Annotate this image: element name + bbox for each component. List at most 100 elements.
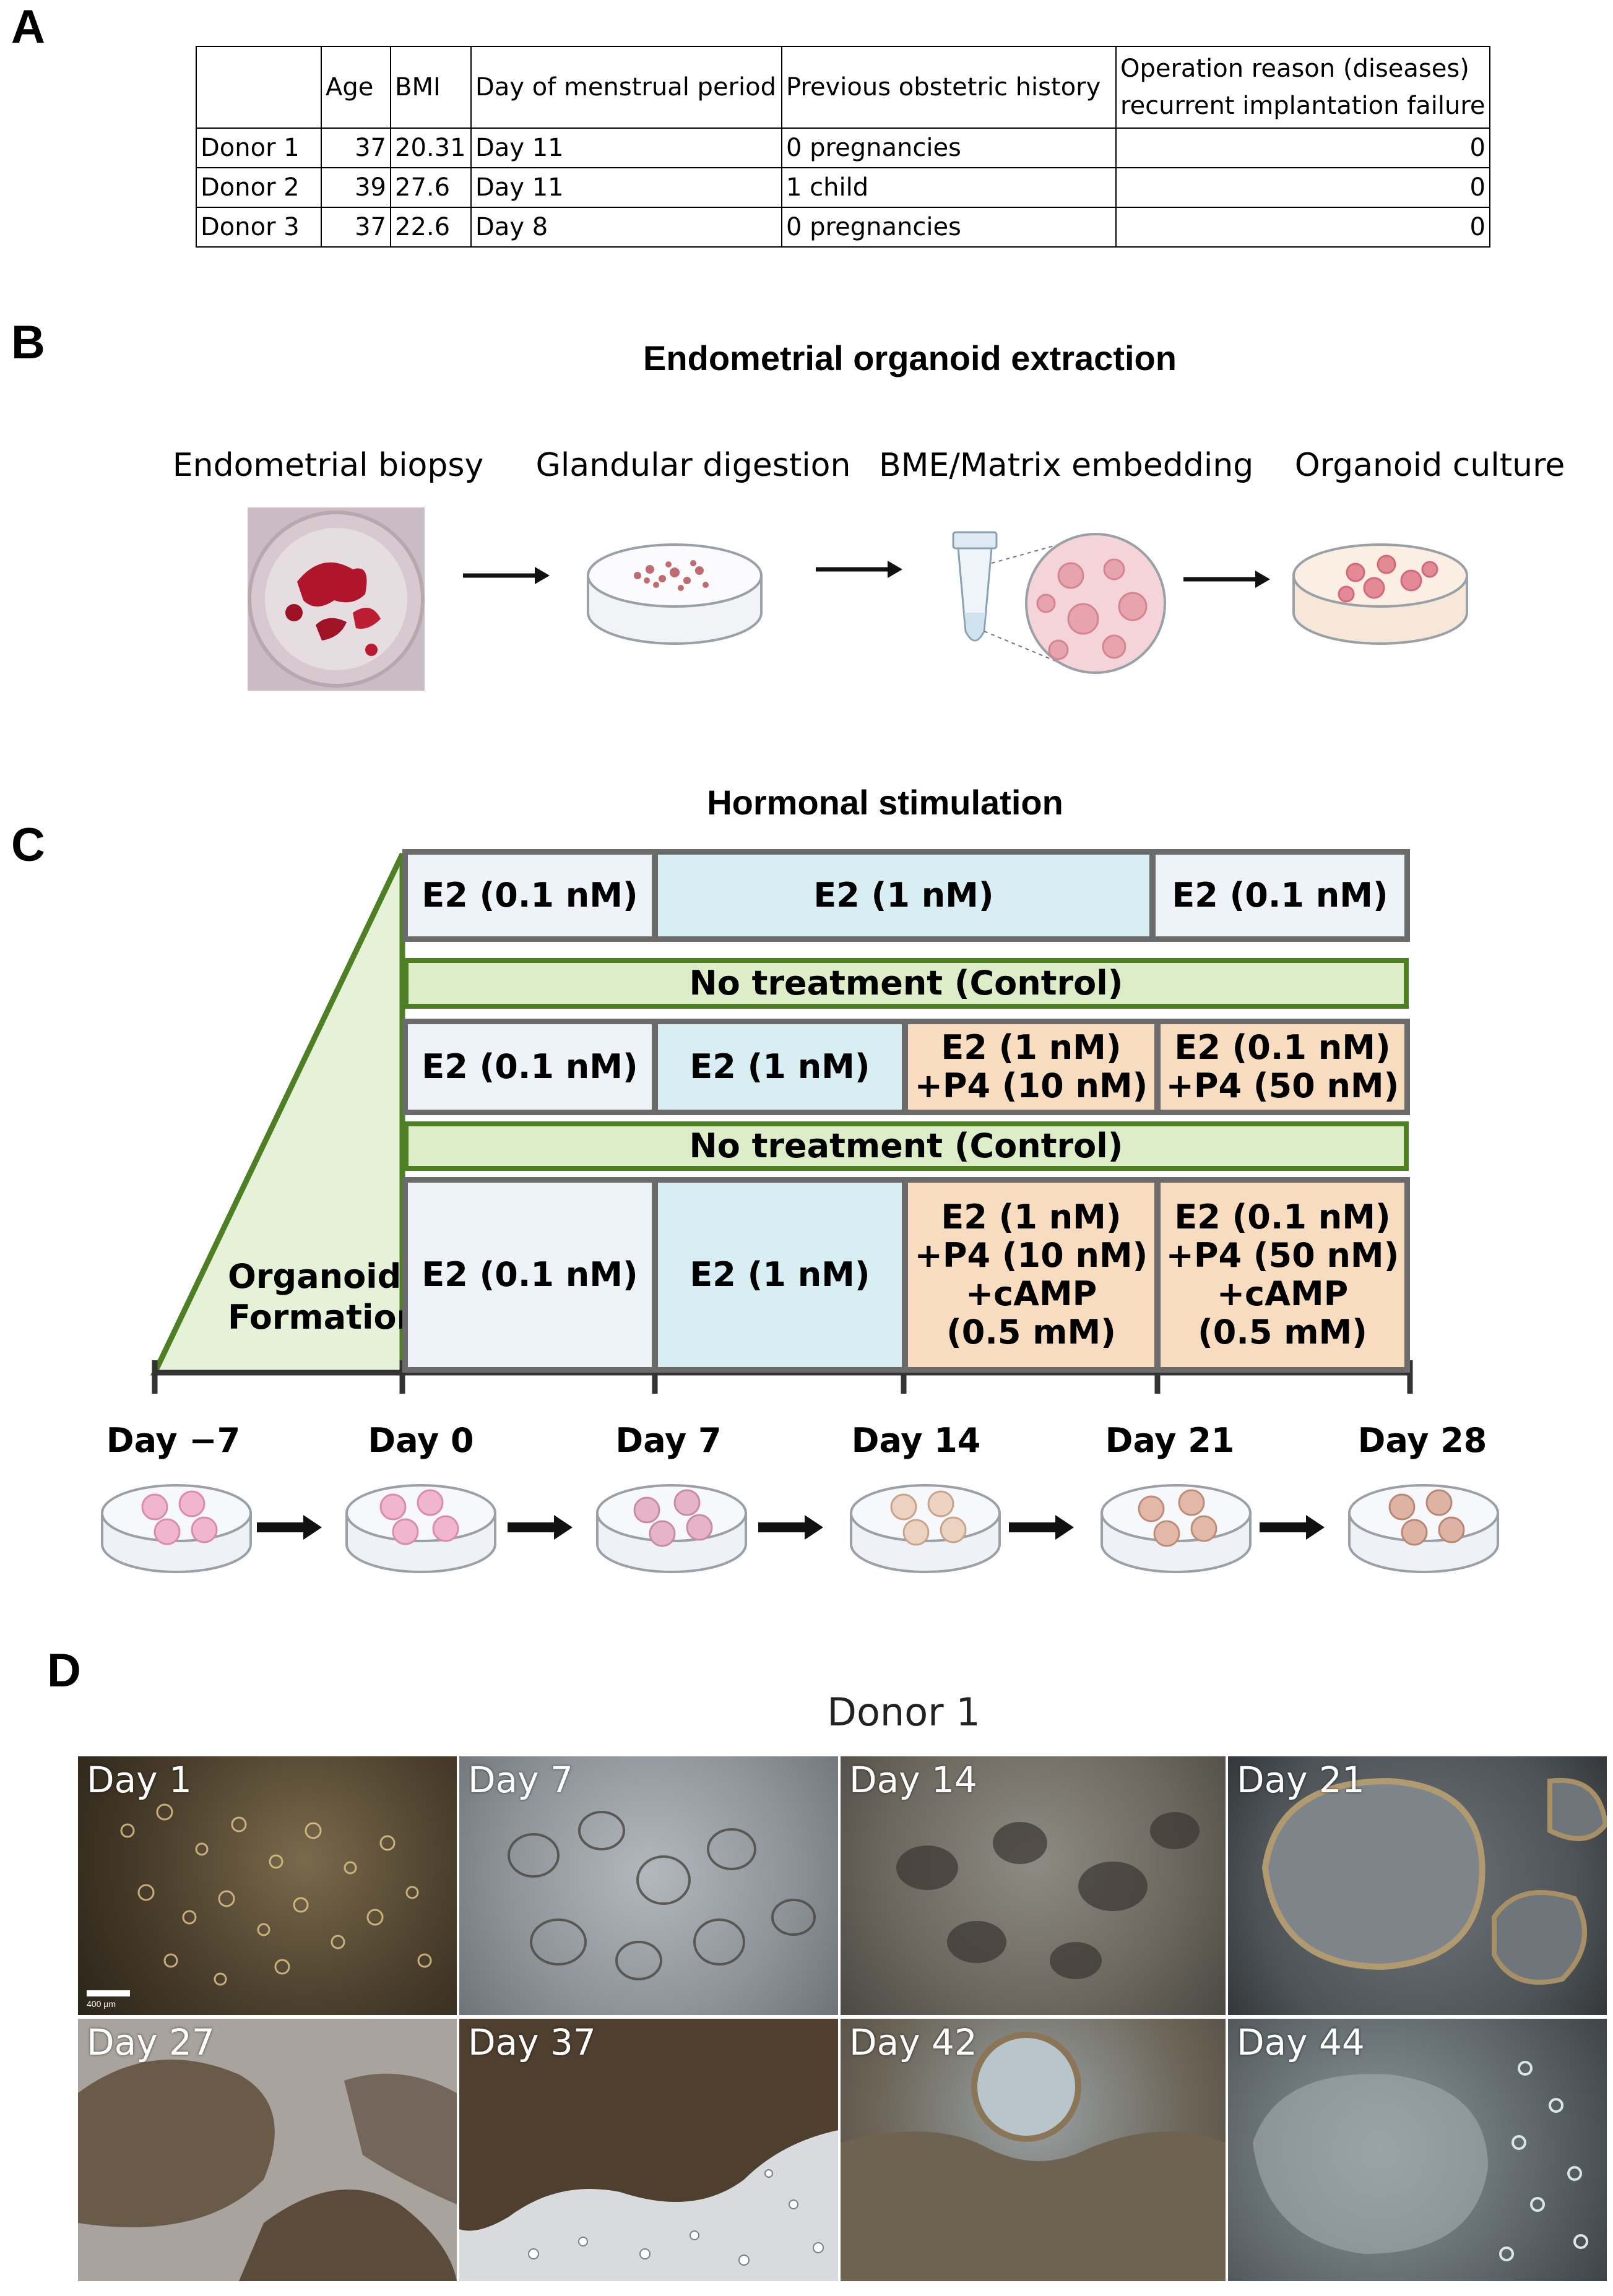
arrow-icon	[508, 1515, 573, 1540]
table-header-cell: Previous obstetric history	[781, 46, 1117, 129]
micrograph-day-14: Day 14	[841, 1756, 1226, 2015]
treatment-label: E2 (0.1 nM)	[1174, 1027, 1391, 1067]
micrograph-texture	[459, 2019, 838, 2266]
cell-day: Day 11	[470, 127, 782, 168]
panel-a-letter: A	[11, 1, 45, 53]
step-label-culture: Organoid culture	[1294, 447, 1565, 484]
micrograph-day-label: Day 7	[468, 1759, 573, 1801]
panel-c-title: Hormonal stimulation	[707, 783, 1063, 822]
treatment-box: E2 (1 nM) +P4 (10 nM)	[902, 1019, 1160, 1115]
treatment-label: +cAMP	[1216, 1274, 1349, 1313]
day-label: Day 7	[615, 1421, 722, 1460]
control-box: No treatment (Control)	[404, 1121, 1409, 1171]
micrograph-texture	[896, 1812, 1200, 1979]
treatment-label: +cAMP	[965, 1274, 1097, 1313]
cell-reason: 0	[1115, 207, 1490, 248]
arrow-icon	[463, 567, 550, 584]
table-header-cell	[196, 46, 322, 129]
micrograph-texture	[1253, 2061, 1588, 2261]
micrograph-day-label: Day 27	[87, 2021, 215, 2063]
arrow-icon	[758, 1515, 823, 1540]
arrow-icon	[1009, 1515, 1074, 1540]
treatment-box: E2 (0.1 nM)	[402, 1019, 657, 1115]
arrow-icon	[1260, 1515, 1325, 1540]
treatment-label: E2 (0.1 nM)	[422, 1047, 638, 1086]
day-label: Day 14	[851, 1421, 981, 1460]
cell-donor: Donor 3	[196, 207, 322, 248]
table-row: Donor 3 37 22.6 Day 8 0 pregnancies 0	[196, 207, 1490, 248]
control-box: No treatment (Control)	[404, 958, 1409, 1009]
panel-b-title: Endometrial organoid extraction	[643, 339, 1177, 378]
treatment-box: E2 (0.1 nM)	[1150, 849, 1410, 942]
table-header-cell: Day of menstrual period	[470, 46, 782, 129]
petri-dish-icon	[101, 1484, 252, 1573]
treatment-label: +P4 (50 nM)	[1165, 1235, 1399, 1275]
micrograph-day-label: Day 44	[1237, 2021, 1365, 2063]
micrograph-day-label: Day 21	[1237, 1759, 1365, 1801]
treatment-box: E2 (0.1 nM) +P4 (50 nM) +cAMP (0.5 mM)	[1155, 1177, 1410, 1373]
day-label: Day 28	[1357, 1421, 1487, 1460]
petri-dish-culture-icon	[1292, 543, 1468, 645]
treatment-box: E2 (0.1 nM) +P4 (50 nM)	[1155, 1019, 1410, 1115]
formation-label: Organoid Formation	[228, 1257, 421, 1337]
treatment-label: E2 (1 nM)	[941, 1027, 1122, 1067]
petri-dish-icon	[1348, 1484, 1499, 1573]
cell-age: 37	[321, 207, 391, 248]
step-label-biopsy: Endometrial biopsy	[172, 447, 484, 484]
treatment-box: E2 (1 nM)	[652, 1177, 907, 1373]
treatment-label: E2 (0.1 nM)	[1172, 875, 1388, 915]
table-row: Donor 1 37 20.31 Day 11 0 pregnancies 0	[196, 127, 1490, 168]
step-label-embedding: BME/Matrix embedding	[879, 447, 1254, 484]
panel-c-letter: C	[11, 819, 45, 871]
treatment-box: E2 (1 nM) +P4 (10 nM) +cAMP (0.5 mM)	[902, 1177, 1160, 1373]
cell-age: 37	[321, 127, 391, 168]
petri-dish-icon	[1101, 1484, 1252, 1573]
treatment-box: E2 (1 nM)	[652, 849, 1155, 942]
cell-reason: 0	[1115, 167, 1490, 208]
control-label: No treatment (Control)	[689, 963, 1123, 1003]
treatment-label: E2 (0.1 nM)	[422, 1254, 638, 1294]
micrograph-day-label: Day 37	[468, 2021, 596, 2063]
cell-reason: 0	[1115, 127, 1490, 168]
cell-bmi: 27.6	[390, 167, 472, 208]
micrograph-day-27: Day 27	[78, 2019, 457, 2281]
micrograph-texture	[508, 1811, 816, 1980]
treatment-label: E2 (1 nM)	[690, 1047, 870, 1086]
biopsy-photo	[248, 507, 425, 691]
arrow-icon	[257, 1515, 322, 1540]
embedding-tube-icon	[952, 531, 1166, 674]
treatment-label: E2 (0.1 nM)	[1174, 1197, 1391, 1236]
micrograph-day-label: Day 14	[849, 1759, 977, 1801]
cell-day: Day 11	[470, 167, 782, 208]
donor-table: Age BMI Day of menstrual period Previous…	[196, 46, 1490, 248]
treatment-label-group: E2 (1 nM) +P4 (10 nM) +cAMP (0.5 mM)	[915, 1198, 1148, 1352]
cell-age: 39	[321, 167, 391, 208]
day-label: Day 0	[368, 1421, 474, 1460]
petri-dish-icon	[345, 1484, 496, 1573]
panel-d-letter: D	[47, 1644, 81, 1697]
table-header-row: Age BMI Day of menstrual period Previous…	[196, 46, 1490, 129]
step-label-digestion: Glandular digestion	[535, 447, 851, 484]
treatment-label: E2 (1 nM)	[813, 875, 994, 915]
day-label: Day −7	[106, 1421, 241, 1460]
treatment-label: +P4 (10 nM)	[914, 1235, 1148, 1275]
table-header-cell: BMI	[390, 46, 472, 129]
micrograph-texture	[1261, 1777, 1607, 1985]
micrograph-day-label: Day 42	[849, 2021, 977, 2063]
scale-bar-label: 400 µm	[87, 1999, 116, 2009]
cell-history: 0 pregnancies	[781, 127, 1117, 168]
micrograph-day-1: Day 1 400 µm	[78, 1756, 457, 2015]
treatment-label: E2 (1 nM)	[941, 1197, 1122, 1236]
day-label: Day 21	[1105, 1421, 1235, 1460]
cell-history: 0 pregnancies	[781, 207, 1117, 248]
arrow-icon	[1183, 571, 1270, 588]
treatment-box: E2 (0.1 nM)	[402, 1177, 657, 1373]
micrograph-texture	[78, 2060, 457, 2281]
cell-bmi: 20.31	[390, 127, 472, 168]
micrograph-day-44: Day 44	[1228, 2019, 1607, 2281]
micrograph-day-21: Day 21	[1228, 1756, 1607, 2015]
cell-donor: Donor 1	[196, 127, 322, 168]
treatment-label: E2 (0.1 nM)	[422, 875, 638, 915]
cell-donor: Donor 2	[196, 167, 322, 208]
arrow-icon	[816, 561, 902, 578]
